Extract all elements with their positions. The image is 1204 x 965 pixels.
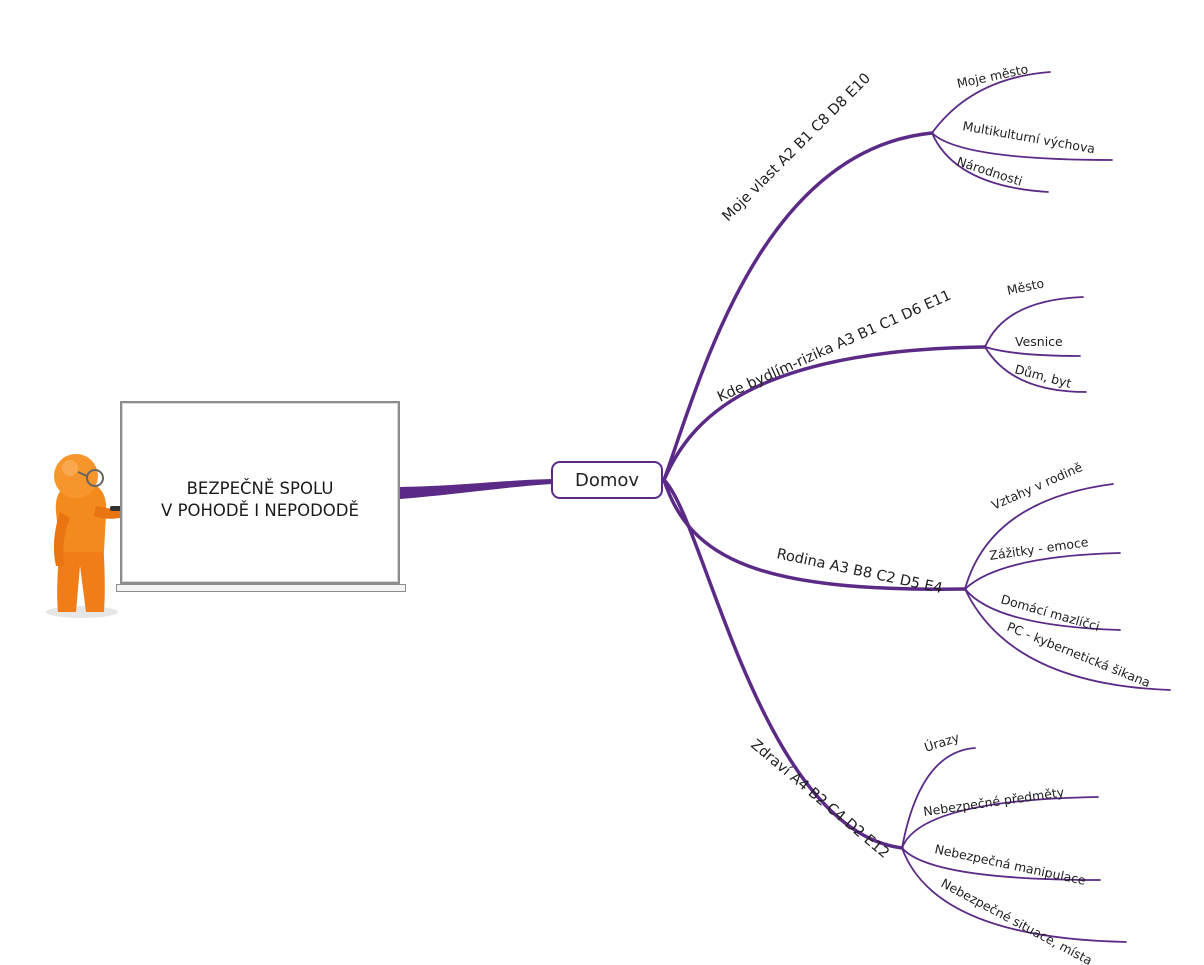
branch-label-1[interactable]: Moje vlast A2 B1 C8 D8 E10: [720, 70, 874, 224]
child-label-3-2[interactable]: Zážitky - emoce: [988, 534, 1089, 563]
mind-map-labels: Moje vlast A2 B1 C8 D8 E10 Moje městoMult…: [715, 61, 1152, 965]
child-label-1-1[interactable]: Moje město: [956, 61, 1030, 91]
whiteboard-title-line1: BEZPEČNĚ SPOLU: [186, 479, 334, 498]
child-edge-2-2: [984, 346, 1081, 357]
child-label-4-1[interactable]: Úrazy: [922, 729, 961, 755]
child-edge-3-3: [964, 588, 1121, 631]
child-label-2-2[interactable]: Vesnice: [1015, 334, 1063, 349]
child-edge-1-2: [931, 132, 1113, 161]
child-label-1-2[interactable]: Multikulturní výchova: [961, 118, 1096, 156]
teacher-figure-icon: [46, 454, 136, 618]
board-to-root-connector: [400, 479, 552, 499]
whiteboard: [120, 401, 400, 584]
child-edge-4-4: [901, 847, 1127, 943]
child-edge-3-1: [964, 483, 1114, 590]
branch-edge-4: [662, 478, 904, 850]
branch-edge-3: [662, 478, 967, 591]
child-label-2-1[interactable]: Město: [1006, 275, 1046, 297]
child-edge-1-3: [931, 132, 1049, 193]
whiteboard-title-line2: V POHODĚ I NEPODODĚ: [161, 501, 359, 520]
child-edge-4-1: [901, 747, 976, 849]
child-edge-3-2: [964, 552, 1121, 590]
whiteboard-title: BEZPEČNĚ SPOLU V POHODĚ I NEPODODĚ: [130, 478, 390, 522]
branch-edge-2: [662, 345, 987, 482]
child-edge-3-4: [964, 588, 1171, 691]
root-node[interactable]: Domov: [551, 461, 663, 499]
child-label-4-4[interactable]: Nebezpečné situace, místa: [939, 875, 1095, 965]
child-edge-4-2: [901, 796, 1099, 849]
child-label-4-2[interactable]: Nebezpečné předměty: [922, 784, 1065, 819]
branch-label-4[interactable]: Zdraví A4 B2 C4 D2 E12: [747, 737, 892, 862]
root-node-label: Domov: [574, 469, 640, 491]
branch-label-3[interactable]: Rodina A3 B8 C2 D5 E4: [775, 546, 944, 597]
child-edge-2-3: [984, 346, 1087, 393]
child-edge-1-1: [931, 71, 1051, 134]
child-edge-4-3: [901, 847, 1101, 881]
branch-label-2[interactable]: Kde bydlím-rizika A3 B1 C1 D6 E11: [715, 288, 954, 406]
child-label-1-3[interactable]: Národnosti: [955, 154, 1024, 189]
child-edge-2-1: [984, 296, 1084, 348]
mind-map-edges: [662, 71, 1171, 943]
branch-edge-1: [662, 131, 934, 482]
whiteboard-rail: [116, 584, 406, 592]
